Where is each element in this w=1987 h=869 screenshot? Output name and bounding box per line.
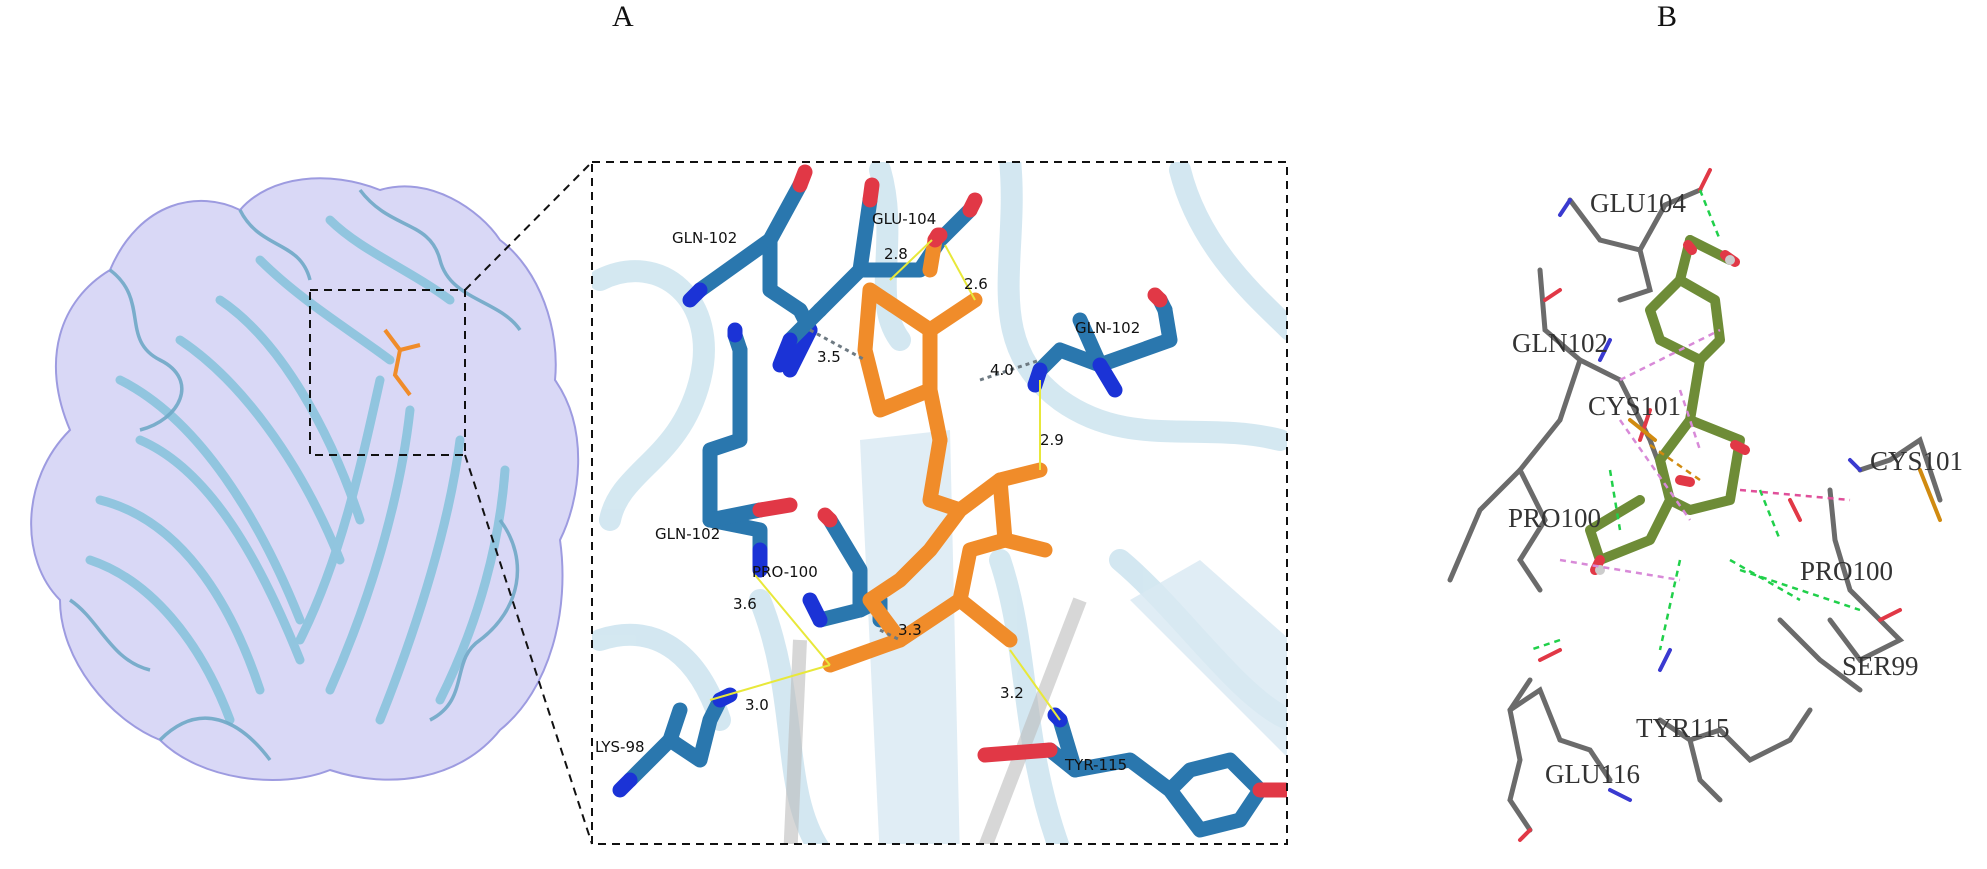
distance-label: 2.9 bbox=[1040, 431, 1064, 449]
zoom-frame bbox=[591, 161, 1288, 845]
residue-sticks bbox=[612, 164, 1287, 838]
zoom-box-small bbox=[309, 289, 466, 456]
pi-sigma-contact bbox=[1739, 488, 1851, 502]
beta-strands bbox=[85, 215, 510, 725]
ligand-in-overview bbox=[383, 328, 421, 397]
ligand-hydrogen bbox=[1725, 255, 1735, 265]
distance-label: 3.2 bbox=[1000, 684, 1024, 702]
ligand-sticks bbox=[822, 232, 1053, 673]
residue-tyr115 bbox=[1042, 712, 1268, 838]
label-cys101-left: CYS101 bbox=[1588, 391, 1681, 421]
distance-label: 3.0 bbox=[745, 696, 769, 714]
distance-label: 2.6 bbox=[964, 275, 988, 293]
label-tyr115: TYR-115 bbox=[1064, 756, 1127, 774]
distance-label: 3.6 bbox=[733, 595, 757, 613]
label-gln102-right: GLN-102 bbox=[1075, 319, 1140, 337]
loops bbox=[69, 188, 522, 762]
binding-site-zoom: GLN-102 GLU-104 GLN-102 GLN-102 PRO-100 … bbox=[591, 161, 1288, 845]
distance-label: 3.3 bbox=[898, 621, 922, 639]
ligand-b-sticks bbox=[1585, 235, 1745, 565]
label-glu104: GLU104 bbox=[1590, 188, 1686, 218]
label-ser99: SER99 bbox=[1842, 651, 1919, 681]
label-glu116: GLU116 bbox=[1545, 759, 1640, 789]
label-glu104: GLU-104 bbox=[872, 210, 936, 228]
label-gln102: GLN102 bbox=[1512, 328, 1608, 358]
label-pro100-left: PRO100 bbox=[1508, 503, 1601, 533]
ligand-oxygen bbox=[927, 227, 946, 248]
label-gln102-mid: GLN-102 bbox=[655, 525, 720, 543]
label-lys98: LYS-98 bbox=[595, 738, 645, 756]
panel-label-b: B bbox=[1657, 0, 1678, 33]
protein-overview bbox=[30, 161, 593, 845]
label-pro100: PRO-100 bbox=[752, 563, 818, 581]
label-pro100-right: PRO100 bbox=[1800, 556, 1893, 586]
zoom-connector-bottom bbox=[464, 454, 593, 845]
distance-label: 2.8 bbox=[884, 245, 908, 263]
zoom-connector-top bbox=[464, 161, 593, 291]
distance-label: 3.5 bbox=[817, 348, 841, 366]
conventional-hbonds bbox=[1529, 189, 1861, 652]
pi-alkyl-contacts bbox=[1559, 328, 1721, 582]
label-tyr115: TYR115 bbox=[1636, 713, 1730, 743]
distance-label: 4.0 bbox=[990, 361, 1014, 379]
hydrophobic-contacts bbox=[809, 328, 1041, 642]
hetero-atoms bbox=[1518, 168, 1942, 842]
hydrogen-bonds bbox=[709, 239, 1061, 721]
residue-lys98 bbox=[622, 692, 728, 788]
interaction-diagram-b: GLU104 GLN102 CYS101 CYS101 PRO100 PRO10… bbox=[1447, 168, 1963, 842]
label-gln102-top: GLN-102 bbox=[672, 229, 737, 247]
label-cys101-right: CYS101 bbox=[1870, 446, 1963, 476]
panel-label-a: A bbox=[612, 0, 634, 33]
